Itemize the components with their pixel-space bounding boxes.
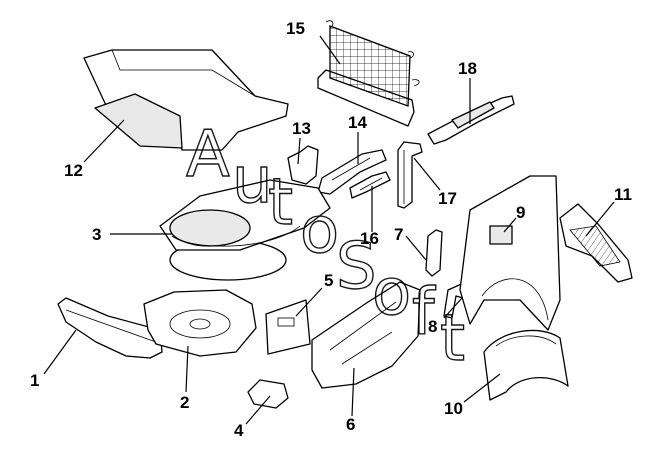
part-15-cargo-net bbox=[317, 20, 420, 127]
watermark: A u t o S o f t bbox=[185, 117, 465, 376]
part-18-rail bbox=[427, 95, 515, 145]
part-10-wheel-arch-liner bbox=[483, 329, 569, 401]
label-4: 4 bbox=[234, 421, 244, 440]
label-17: 17 bbox=[438, 189, 457, 208]
part-7-bracket bbox=[425, 229, 443, 277]
part-12-load-floor-cover bbox=[83, 49, 289, 151]
label-13: 13 bbox=[292, 119, 311, 138]
part-11-wheelhouse-outer bbox=[559, 203, 633, 283]
part-16-panel bbox=[349, 171, 391, 199]
part-3-floor-pan bbox=[159, 179, 331, 281]
label-10: 10 bbox=[444, 399, 463, 418]
label-16: 16 bbox=[360, 229, 379, 248]
label-14: 14 bbox=[348, 113, 367, 132]
callout-labels: 1 2 3 4 5 6 7 8 9 10 11 12 13 14 15 16 1… bbox=[30, 19, 632, 440]
label-1: 1 bbox=[30, 371, 39, 390]
watermark-letter: S bbox=[336, 230, 377, 304]
part-9-quarter-inner bbox=[459, 175, 561, 331]
label-11: 11 bbox=[614, 185, 632, 204]
label-6: 6 bbox=[346, 415, 355, 434]
watermark-letter: u bbox=[232, 144, 273, 218]
part-17-pillar-trim bbox=[397, 141, 423, 209]
label-12: 12 bbox=[64, 161, 83, 180]
label-18: 18 bbox=[458, 59, 477, 78]
part-6-side-panel bbox=[311, 281, 421, 389]
watermark-letter: o bbox=[372, 256, 411, 330]
watermark-letter: o bbox=[300, 194, 339, 268]
label-7: 7 bbox=[394, 225, 403, 244]
watermark-letter: A bbox=[186, 118, 230, 192]
part-1-crossmember bbox=[57, 297, 163, 359]
part-2-wheel-mat bbox=[143, 289, 257, 357]
label-9: 9 bbox=[516, 203, 525, 222]
watermark-letter: f bbox=[412, 276, 436, 350]
label-5: 5 bbox=[324, 271, 333, 290]
leader-lines bbox=[43, 35, 615, 425]
part-4-pad bbox=[247, 379, 289, 409]
label-15: 15 bbox=[286, 19, 305, 38]
label-2: 2 bbox=[180, 393, 189, 412]
label-8: 8 bbox=[428, 317, 437, 336]
label-3: 3 bbox=[92, 225, 101, 244]
watermark-letter: t bbox=[440, 302, 465, 376]
part-13-bracket bbox=[287, 145, 319, 185]
watermark-letter: t bbox=[268, 166, 293, 240]
